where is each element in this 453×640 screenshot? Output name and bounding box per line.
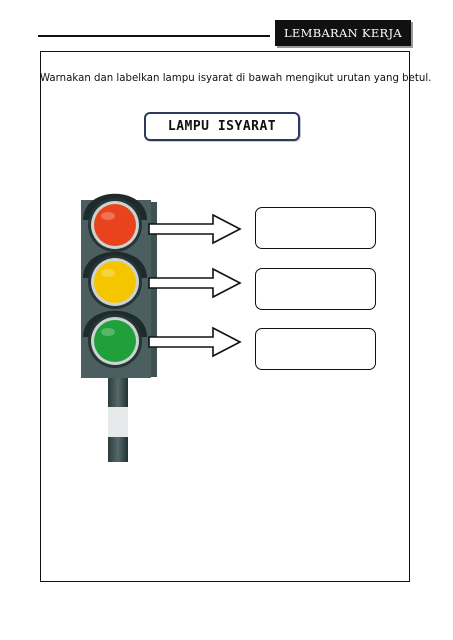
arrow-right-icon [148, 267, 242, 299]
yellow-light-icon [94, 261, 136, 303]
traffic-light-image [81, 193, 157, 462]
answer-box-1[interactable] [255, 207, 376, 249]
header-rule [38, 35, 270, 37]
pole-stripe [108, 407, 128, 437]
answer-box-3[interactable] [255, 328, 376, 370]
worksheet-frame [40, 51, 410, 582]
worksheet-badge: LEMBARAN KERJA [275, 20, 411, 46]
green-light-icon [94, 320, 136, 362]
page-title: LAMPU ISYARAT [167, 119, 277, 134]
red-light-icon [94, 204, 136, 246]
arrow-right-icon [148, 326, 242, 358]
instruction-text: Warnakan dan labelkan lampu isyarat di b… [40, 73, 432, 84]
answer-box-2[interactable] [255, 268, 376, 310]
arrow-right-icon [148, 213, 242, 245]
title-box: LAMPU ISYARAT [144, 112, 300, 141]
